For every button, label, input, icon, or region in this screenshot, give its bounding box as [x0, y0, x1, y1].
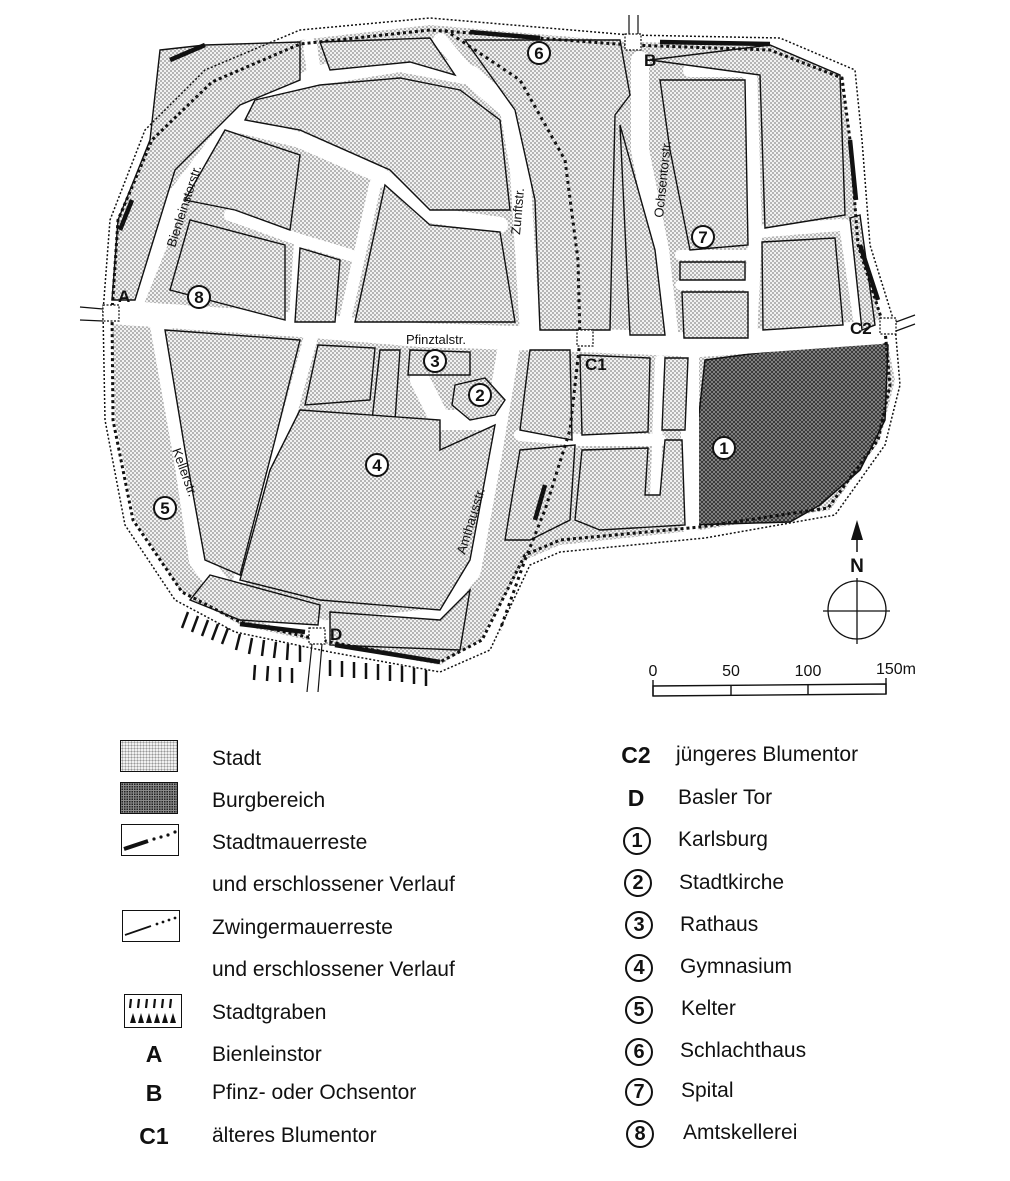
legend-num-2: 2 — [624, 869, 652, 897]
legend-key-c2: C2 — [621, 742, 651, 768]
legend-num-6: 6 — [625, 1038, 653, 1066]
site-marker-8: 8 — [187, 285, 211, 309]
gates — [102, 33, 897, 645]
legend-label-amtskellerei: Amtskellerei — [683, 1121, 798, 1144]
legend-num-7: 7 — [625, 1078, 653, 1106]
scale-tick-50: 50 — [722, 663, 740, 680]
site-marker-2: 2 — [468, 383, 492, 407]
block-outlines — [111, 37, 876, 651]
road-stubs — [79, 15, 916, 693]
moat-hatching — [180, 611, 428, 686]
legend-label-spital: Spital — [681, 1079, 734, 1102]
moat-hatch-icon — [128, 998, 176, 1023]
legend-label-stadt: Stadt — [212, 747, 262, 770]
svg-text:3: 3 — [430, 352, 439, 371]
legend-label-stadtmauerreste: Stadtmauerreste — [212, 831, 368, 854]
legend-num-1: 1 — [623, 827, 651, 855]
street-label-pfinztalstr: Pfinztalstr. — [406, 332, 466, 347]
site-marker-6: 6 — [527, 41, 551, 65]
legend-swatch-burgbereich — [120, 782, 178, 814]
legend-label-stadtmauer-verlauf: und erschlossener Verlauf — [212, 873, 455, 896]
legend-key-c1: C1 — [139, 1123, 169, 1149]
legend-label-basler-tor: Basler Tor — [678, 786, 773, 809]
gate-d-label: D — [330, 625, 342, 644]
svg-text:4: 4 — [372, 456, 382, 475]
svg-text:6: 6 — [534, 44, 543, 63]
legend-label-stadtgraben: Stadtgraben — [212, 1001, 327, 1024]
legend-label-gymnasium: Gymnasium — [680, 955, 793, 978]
legend-label-stadtkirche: Stadtkirche — [679, 871, 785, 894]
site-marker-5: 5 — [153, 496, 177, 520]
legend-key-a: A — [145, 1041, 163, 1067]
older-wall-line — [444, 28, 582, 631]
north-arrow-icon: N — [823, 520, 890, 644]
svg-text:5: 5 — [160, 499, 169, 518]
gate-c2-label: C2 — [850, 319, 872, 338]
site-marker-1: 1 — [712, 436, 736, 460]
scale-bar: 0 50 100 150m — [649, 661, 916, 697]
town-map: A B C1 C2 D Bienleinstorstr. Zunftstr. P… — [79, 15, 916, 697]
legend-label-zwingermauerreste: Zwingermauerreste — [212, 916, 393, 939]
svg-text:N: N — [850, 556, 864, 577]
scale-tick-0: 0 — [649, 663, 658, 680]
legend-swatch-stadtgraben — [124, 994, 182, 1028]
site-marker-3: 3 — [423, 349, 447, 373]
scale-tick-100: 100 — [795, 663, 822, 680]
legend-label-pfinz-ochsentor: Pfinz- oder Ochsentor — [212, 1081, 417, 1104]
gate-c1-label: C1 — [585, 355, 607, 374]
legend-label-bienleinstor: Bienleinstor — [212, 1043, 322, 1066]
legend-label-karlsburg: Karlsburg — [678, 828, 768, 851]
gate-a-label: A — [118, 287, 130, 306]
wall-line-icon — [123, 830, 177, 851]
legend-swatch-stadtmauer — [121, 824, 179, 856]
legend-num-4: 4 — [625, 954, 653, 982]
legend-label-kelter: Kelter — [681, 997, 736, 1020]
svg-text:7: 7 — [698, 228, 707, 247]
zwinger-line-icon — [124, 916, 177, 936]
legend-key-b: B — [145, 1080, 163, 1106]
gate-b-label: B — [644, 51, 656, 70]
legend-label-schlachthaus: Schlachthaus — [680, 1039, 807, 1062]
wall-remains — [117, 29, 881, 665]
svg-text:8: 8 — [194, 288, 203, 307]
legend-label-burgbereich: Burgbereich — [212, 789, 326, 812]
legend-label-aelteres-blumentor: älteres Blumentor — [212, 1124, 377, 1147]
legend-num-3: 3 — [625, 911, 653, 939]
street-label-zunftstr: Zunftstr. — [508, 187, 527, 235]
site-marker-7: 7 — [691, 225, 715, 249]
scale-tick-150m: 150m — [876, 661, 916, 678]
legend-swatch-zwingermauer — [122, 910, 180, 942]
legend-swatch-stadt — [120, 740, 178, 772]
legend-label-zwinger-verlauf: und erschlossener Verlauf — [212, 958, 455, 981]
svg-text:2: 2 — [475, 386, 484, 405]
legend-key-d: D — [627, 785, 645, 811]
legend-num-8: 8 — [626, 1120, 654, 1148]
legend-label-rathaus: Rathaus — [680, 913, 759, 936]
svg-text:1: 1 — [719, 439, 728, 458]
legend-label-juengeres-blumentor: jüngeres Blumentor — [676, 743, 859, 766]
legend-num-5: 5 — [625, 996, 653, 1024]
site-marker-4: 4 — [365, 453, 389, 477]
